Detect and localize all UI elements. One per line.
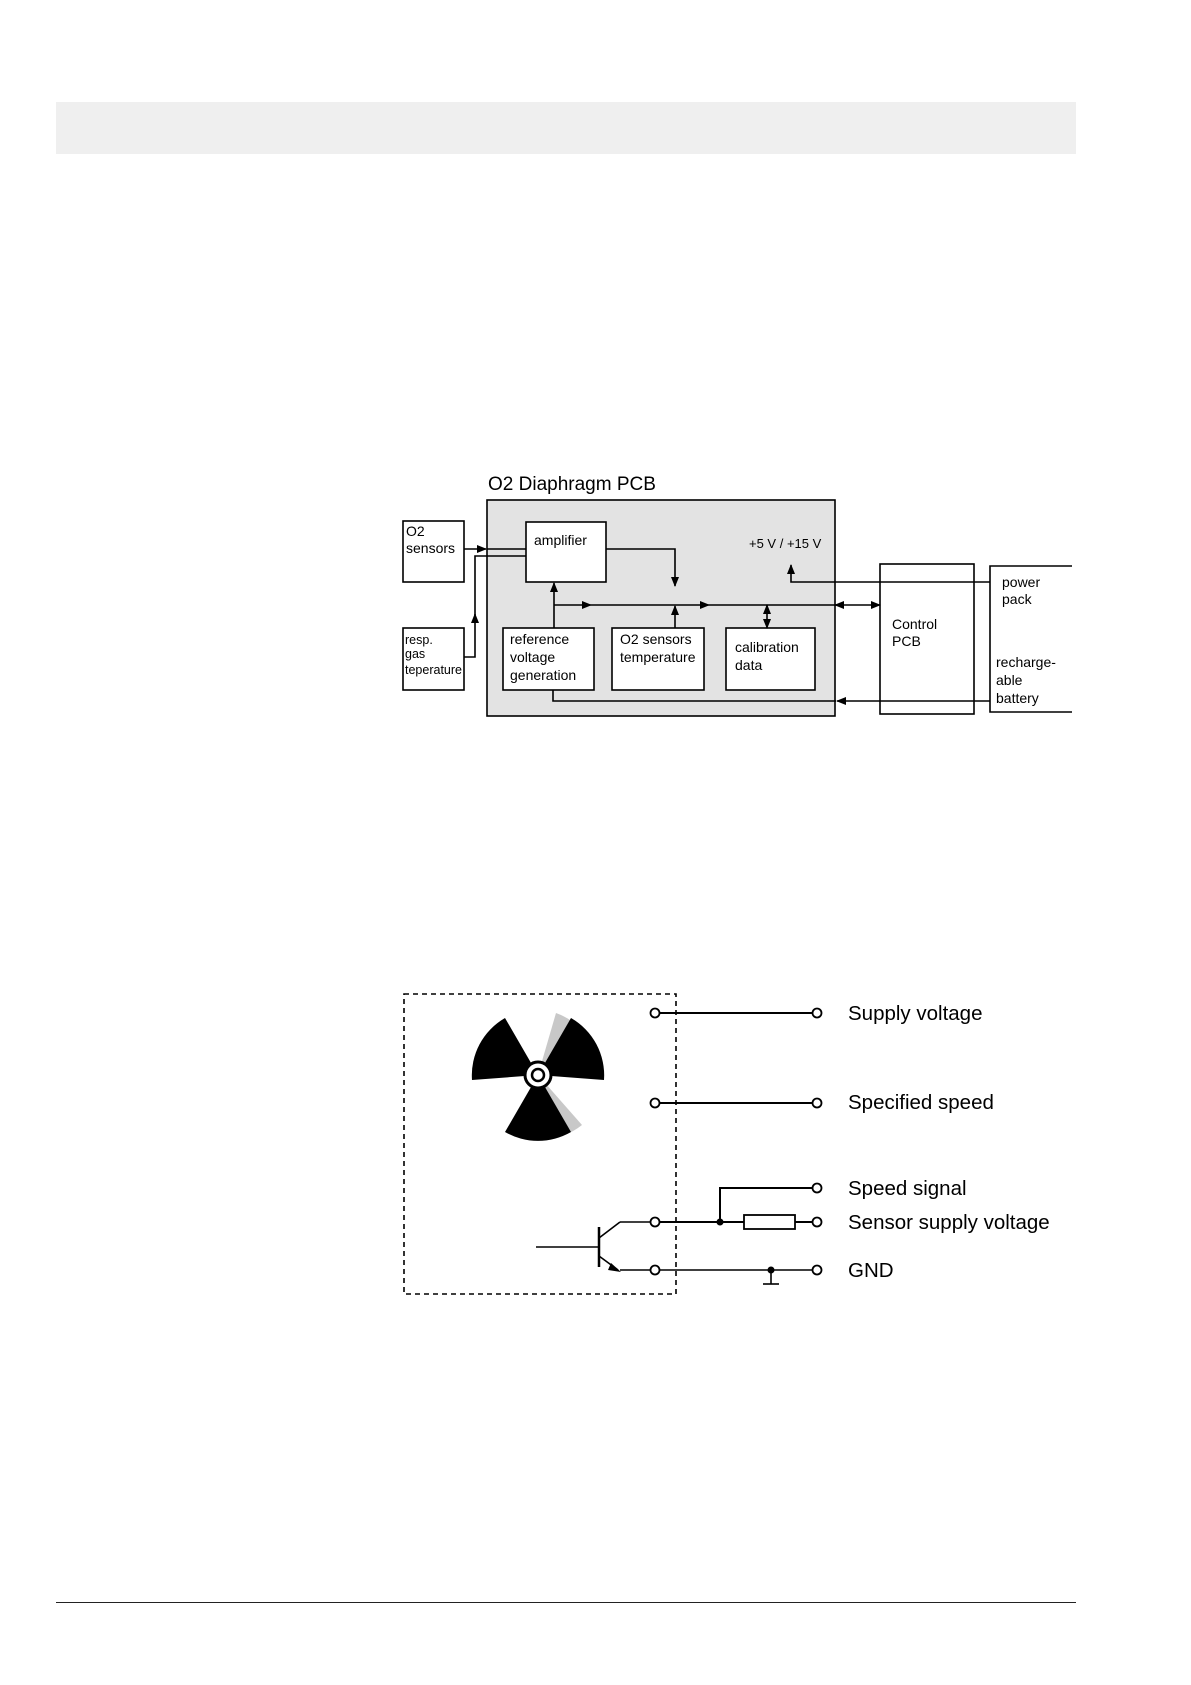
power-pack-label-1: power xyxy=(1002,574,1040,590)
fan-icon xyxy=(472,1013,604,1141)
o2-sensors-label-1: O2 xyxy=(406,523,425,539)
terminal-emitter xyxy=(651,1266,660,1275)
amplifier-label: amplifier xyxy=(534,532,587,548)
label-supply-voltage: Supply voltage xyxy=(848,1002,982,1025)
reference-label-2: voltage xyxy=(510,649,555,665)
battery-label-1: recharge- xyxy=(996,654,1056,670)
terminal-collector xyxy=(651,1218,660,1227)
transistor-icon xyxy=(536,1222,655,1272)
o2-temp-label-2: temperature xyxy=(620,649,696,665)
label-specified-speed: Specified speed xyxy=(848,1091,994,1114)
footer-rule xyxy=(56,1602,1076,1603)
label-sensor-supply: Sensor supply voltage xyxy=(848,1211,1050,1234)
power-pack-label-2: pack xyxy=(1002,591,1033,607)
control-label-2: PCB xyxy=(892,633,921,649)
reference-label-1: reference xyxy=(510,631,569,647)
amplifier-box xyxy=(526,522,606,582)
battery-label-3: battery xyxy=(996,690,1039,706)
resp-gas-label-2: gas xyxy=(405,647,425,661)
label-gnd: GND xyxy=(848,1259,894,1282)
o2-temp-label-1: O2 sensors xyxy=(620,631,692,647)
pcb-title: O2 Diaphragm PCB xyxy=(488,474,656,495)
junction-dot xyxy=(717,1219,724,1226)
reference-label-3: generation xyxy=(510,667,576,683)
resistor xyxy=(744,1215,795,1229)
fan-dashed-frame xyxy=(404,994,676,1294)
fan-diagram: Supply voltage Specified speed Speed sig… xyxy=(404,994,1050,1294)
battery-label-2: able xyxy=(996,672,1023,688)
control-label-1: Control xyxy=(892,616,937,632)
terminal-supply-inner xyxy=(651,1009,660,1018)
resp-gas-label-3: teperature xyxy=(405,663,462,677)
label-speed-signal: Speed signal xyxy=(848,1177,967,1200)
voltage-label: +5 V / +15 V xyxy=(749,536,822,551)
calibration-label-1: calibration xyxy=(735,639,799,655)
calibration-label-2: data xyxy=(735,657,762,673)
o2-sensors-label-2: sensors xyxy=(406,540,455,556)
o2-pcb-diagram: O2 Diaphragm PCB O2 sensors resp. gas te… xyxy=(403,474,1072,716)
terminal-speed-inner xyxy=(651,1099,660,1108)
resp-gas-label-1: resp. xyxy=(405,633,433,647)
